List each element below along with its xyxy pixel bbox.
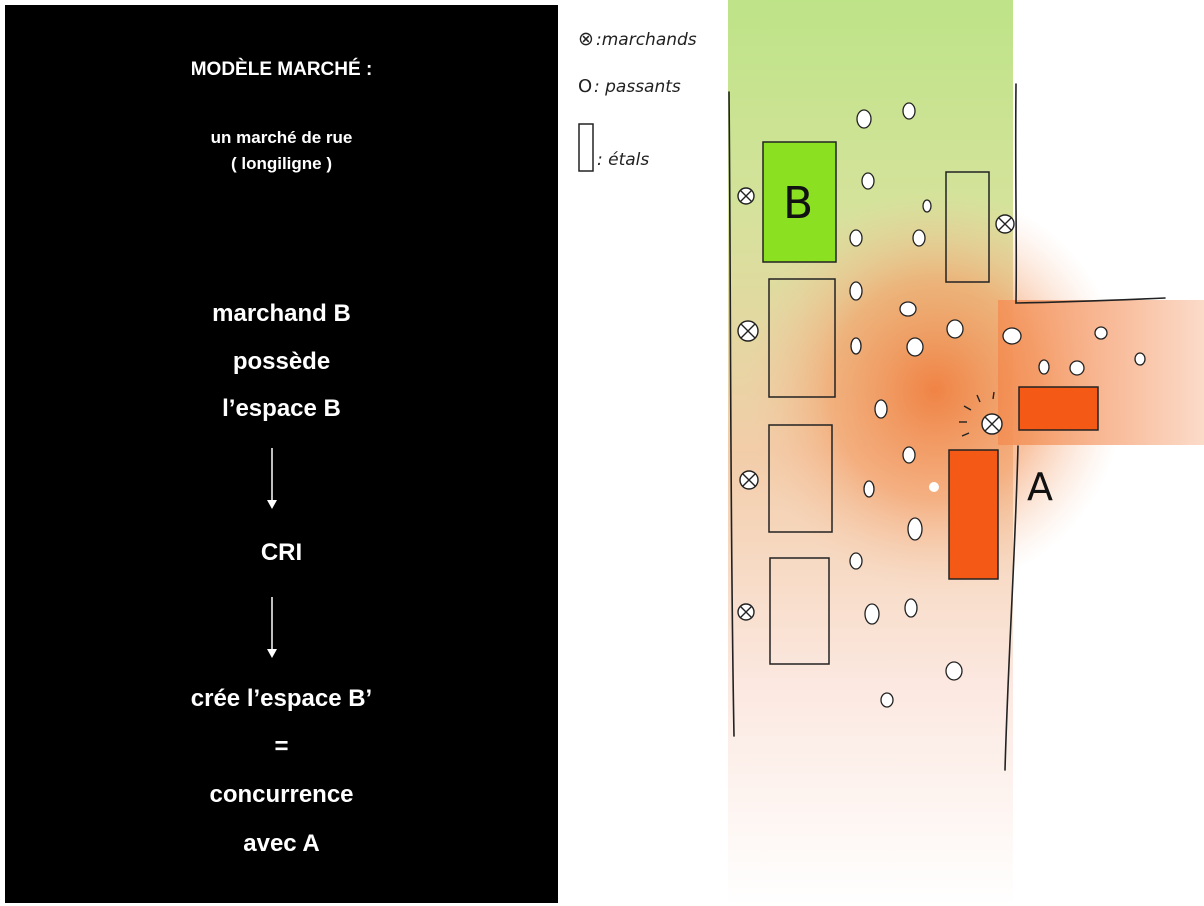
stall-a-side [1018, 386, 1099, 431]
legend-stall-icon [578, 123, 594, 172]
result-line-3: concurrence [209, 781, 354, 808]
result-line-2: = [274, 733, 289, 760]
merchant-icon [995, 214, 1015, 234]
text-panel: MODÈLE MARCHÉ : un marché de rue ( longi… [5, 5, 558, 903]
label-space-a: A [1027, 465, 1053, 509]
cri-label: CRI [260, 539, 303, 566]
legend-passants-symbol: O [578, 76, 592, 97]
stall [769, 557, 830, 665]
down-arrow-icon [267, 448, 277, 509]
legend-passants: : passants [594, 77, 681, 97]
result-line-1: crée l’espace B’ [190, 685, 373, 712]
street-outline [728, 83, 1166, 771]
merchant-icon [737, 187, 755, 205]
stall-a [948, 449, 999, 580]
legend-etals: : étals [597, 150, 649, 170]
legend-marchands: :marchands [596, 30, 697, 50]
merchant-icon [737, 320, 759, 342]
market-stalls [762, 141, 1099, 665]
pedestrians [849, 102, 1146, 708]
down-arrow-icon [267, 597, 277, 658]
result-line-4: avec A [243, 830, 320, 857]
merchant-icon [739, 470, 759, 490]
label-space-b: B [783, 178, 813, 229]
statement-line-3: l’espace B [222, 395, 341, 422]
stall [768, 278, 836, 398]
subtitle-line-1: un marché de rue [210, 128, 353, 147]
merchant-icon [737, 603, 755, 621]
shout-marks [959, 391, 995, 437]
merchants [737, 187, 1015, 621]
stall-b [762, 141, 837, 263]
statement-line-2: possède [232, 348, 331, 375]
merchant-a-icon [981, 413, 1003, 435]
stall [945, 171, 990, 283]
stall [768, 424, 833, 533]
subtitle-line-2: ( longiligne ) [230, 154, 333, 173]
panel-title: MODÈLE MARCHÉ : [190, 59, 373, 80]
statement-line-1: marchand B [212, 300, 351, 327]
legend-marchands-symbol: ⊗ [578, 28, 594, 50]
legend: ⊗ :marchands O : passants : étals [578, 28, 697, 172]
market-street-diagram: ⊗ :marchands O : passants : étals B A [578, 0, 1204, 906]
